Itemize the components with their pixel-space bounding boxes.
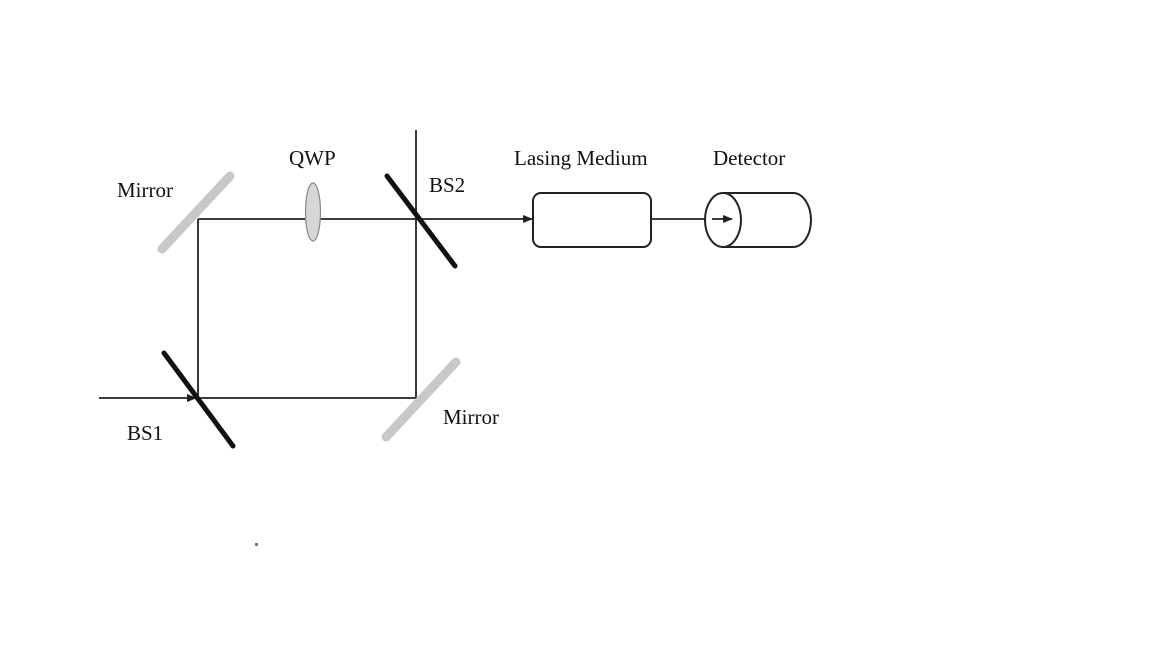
label-mirror-top: Mirror	[117, 178, 173, 202]
lasing-medium-box	[532, 192, 652, 248]
label-mirror-bottom: Mirror	[443, 405, 499, 429]
beam-splitter-bs1	[161, 350, 236, 449]
mirror-bottom-right	[381, 357, 461, 442]
mirror-top-left	[157, 171, 235, 254]
beam-splitter-bs2	[384, 173, 458, 269]
label-bs1: BS1	[127, 421, 164, 445]
label-lasing-medium: Lasing Medium	[514, 146, 648, 170]
detector-cylinder	[704, 192, 812, 248]
quarter-wave-plate	[304, 182, 322, 242]
label-detector: Detector	[713, 146, 786, 170]
label-bs2: BS2	[429, 173, 466, 197]
stray-dot	[255, 543, 258, 546]
label-qwp: QWP	[289, 146, 336, 170]
